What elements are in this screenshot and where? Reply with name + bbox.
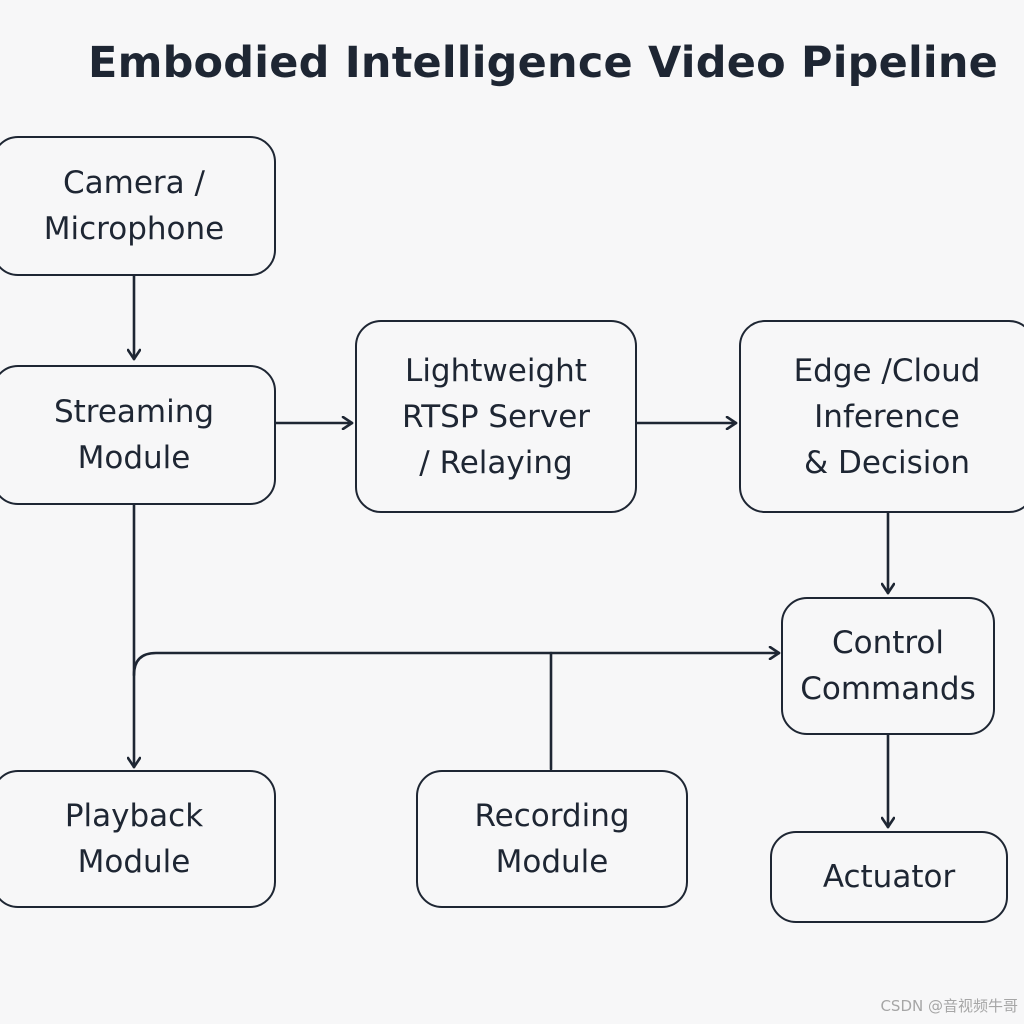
node-streaming-label: Streaming Module	[53, 394, 215, 476]
node-rtsp-server: Lightweight RTSP Server / Relaying	[355, 320, 637, 513]
edge-streaming-to-control	[132, 653, 781, 677]
node-playback-module: Playback Module	[0, 770, 276, 908]
node-recording-module: Recording Module	[416, 770, 688, 908]
node-playback-label: Playback Module	[64, 798, 204, 880]
node-rtsp-label: Lightweight RTSP Server / Relaying	[401, 352, 591, 481]
node-control-commands: Control Commands	[781, 597, 995, 735]
node-edge-cloud-inference: Edge /Cloud Inference & Decision	[739, 320, 1024, 513]
node-actuator: Actuator	[770, 831, 1008, 923]
node-camera-label: Camera / Microphone	[43, 165, 225, 247]
node-actuator-label: Actuator	[822, 859, 956, 895]
watermark-text: CSDN @音视频牛哥	[880, 997, 1018, 1015]
node-streaming-module: Streaming Module	[0, 365, 276, 505]
node-camera-microphone: Camera / Microphone	[0, 136, 276, 276]
node-recording-label: Recording Module	[474, 798, 630, 880]
diagram-title: Embodied Intelligence Video Pipeline	[88, 38, 999, 88]
node-control-label: Control Commands	[800, 625, 976, 707]
node-inference-label: Edge /Cloud Inference & Decision	[793, 352, 981, 481]
